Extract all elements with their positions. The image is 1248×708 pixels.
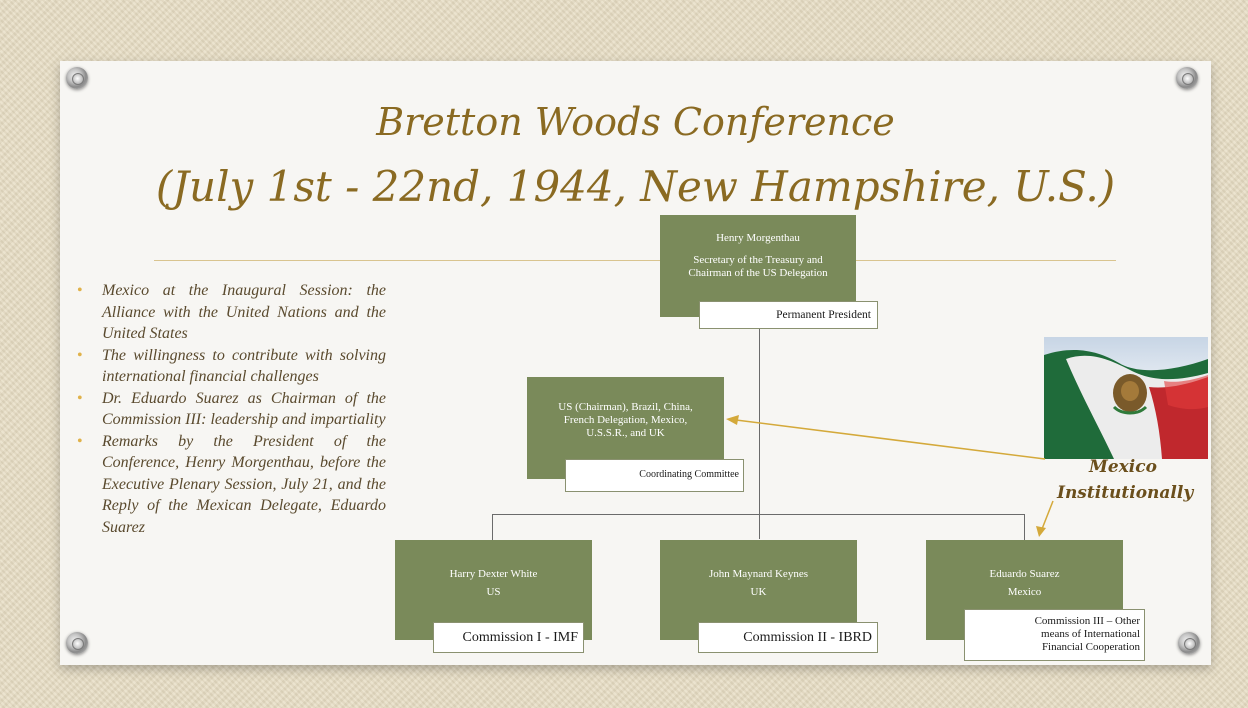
- pushpin-icon: [1176, 67, 1198, 89]
- bullet-list: Mexico at the Inaugural Session: the All…: [74, 280, 386, 538]
- label-commission-2: Commission II - IBRD: [698, 622, 878, 653]
- commission-1-name: Harry Dexter White: [449, 568, 538, 580]
- arrowhead-coordinating: [726, 415, 739, 425]
- coordinating-members-line-3: U.S.S.R., and UK: [586, 427, 665, 439]
- arrowhead-commission-3: [1036, 526, 1046, 537]
- commission-3-name: Eduardo Suarez: [989, 568, 1060, 580]
- org-box-morgenthau: Henry Morgenthau Secretary of the Treasu…: [660, 215, 856, 317]
- mexico-flag: [1044, 337, 1208, 459]
- connector-to-commission-3: [1024, 514, 1025, 540]
- bullet-item: Remarks by the President of the Conferen…: [74, 431, 386, 539]
- label-commission-3: Commission III – Other means of Internat…: [964, 609, 1145, 661]
- commission-2-name: John Maynard Keynes: [709, 568, 808, 580]
- label-coordinating-committee: Coordinating Committee: [565, 459, 744, 492]
- bullet-item: Mexico at the Inaugural Session: the All…: [74, 280, 386, 345]
- mexico-flag-graphic: [1044, 349, 1208, 459]
- bullet-item: The willingness to contribute with solvi…: [74, 345, 386, 388]
- connector-vertical-main: [759, 317, 760, 539]
- morgenthau-title-line-2: Chairman of the US Delegation: [688, 267, 828, 279]
- label-permanent-president: Permanent President: [699, 301, 878, 329]
- commission-3-label-line-1: Commission III – Other: [1034, 615, 1140, 627]
- slide: Bretton Woods Conference (July 1st - 22n…: [60, 61, 1211, 665]
- commission-2-country: UK: [750, 586, 767, 598]
- label-commission-1: Commission I - IMF: [433, 622, 584, 653]
- commission-1-country: US: [486, 586, 501, 598]
- arrow-to-coordinating: [735, 419, 1046, 460]
- pushpin-icon: [66, 632, 88, 654]
- coordinating-members-line-2: French Delegation, Mexico,: [563, 414, 688, 426]
- callout-institutionally: Institutionally: [1057, 483, 1194, 503]
- pushpin-icon: [66, 67, 88, 89]
- coordinating-members-line-1: US (Chairman), Brazil, China,: [558, 401, 693, 413]
- commission-3-label-line-3: Financial Cooperation: [1041, 641, 1140, 653]
- title-line-2: (July 1st - 22nd, 1944, New Hampshire, U…: [155, 162, 1116, 211]
- morgenthau-title-line-1: Secretary of the Treasury and: [693, 254, 823, 266]
- title-line-1: Bretton Woods Conference: [376, 100, 895, 144]
- title-divider: [154, 260, 1116, 261]
- morgenthau-name: Henry Morgenthau: [716, 232, 800, 244]
- pushpin-icon: [1178, 632, 1200, 654]
- callout-mexico: Mexico: [1089, 457, 1157, 477]
- commission-3-label-line-2: means of International: [1041, 628, 1140, 640]
- arrow-to-commission-3: [1041, 500, 1054, 530]
- commission-3-country: Mexico: [1007, 586, 1042, 598]
- connector-horizontal-commissions: [492, 514, 1025, 515]
- bullet-item: Dr. Eduardo Suarez as Chairman of the Co…: [74, 388, 386, 431]
- connector-to-commission-1: [492, 514, 493, 540]
